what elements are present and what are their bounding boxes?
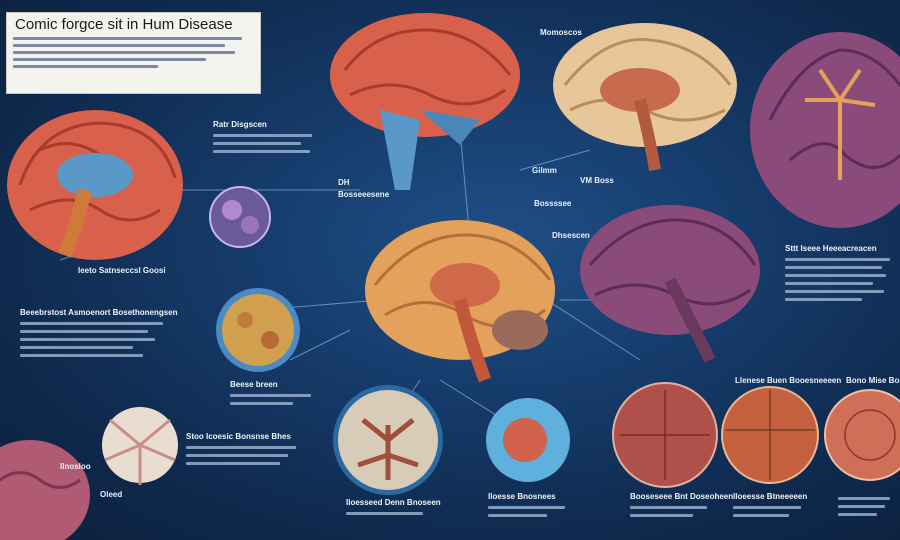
purple-brain-mid-right-illustration xyxy=(580,205,760,363)
bottom-caption-1: Iloesseed Denn Bnoseen xyxy=(346,498,441,507)
text-block-left-section: Beeebrstost Asmoenort Bosethonengsen xyxy=(20,308,178,362)
label-center-a: Gilmm xyxy=(532,166,557,175)
top-center-brain-illustration xyxy=(330,13,520,190)
right-row-label-2: Bono Mise Boesse xyxy=(846,376,900,385)
page-title: Comic forgce sit in Hum Disease xyxy=(15,16,233,33)
neuron-cluster xyxy=(102,407,178,485)
left-brain-illustration xyxy=(7,110,183,260)
bottom-caption-block-5 xyxy=(838,492,893,521)
label-center-b: VM Boss xyxy=(580,176,614,185)
text-block-left-mid-title: Ratr Disgscen xyxy=(213,120,267,129)
right-section-title: Sttt Iseee Heeeacreacen xyxy=(785,244,877,253)
text-block-left-mid: Ratr Disgscen xyxy=(213,120,323,158)
lower-left-small-label: Ilnosloo xyxy=(60,462,91,471)
tissue-inset-small xyxy=(209,186,271,248)
circle-inset-blue xyxy=(486,398,570,482)
circle-inset-neurons xyxy=(333,385,443,495)
tan-brain-illustration xyxy=(553,23,737,171)
text-block-right-section: Sttt Iseee Heeeacreacen xyxy=(785,244,895,306)
text-block-lower-mid: Beese breen xyxy=(230,380,320,410)
label-center-c: Bossssee xyxy=(534,199,572,208)
tissue-circle-2 xyxy=(721,386,819,484)
bottom-caption-2: Iloesse Bnosnees xyxy=(488,492,556,501)
title-panel: Comic forgce sit in Hum Disease xyxy=(6,12,261,94)
tissue-circle-3 xyxy=(824,389,900,481)
bottom-caption-3: Booseseee Bnt Doseoheen xyxy=(630,492,734,501)
bottom-left-brain-fragment xyxy=(0,440,90,540)
bottom-caption-block-3: Booseseee Bnt Doseoheen xyxy=(630,492,734,522)
label-center-d: Dhsescen xyxy=(552,231,590,240)
lower-left-small-label-2: Oleed xyxy=(100,490,123,499)
label-mid-cluster: Bosseeesene xyxy=(338,190,390,199)
bottom-caption-block-4: Iloeesse Btneeeeen xyxy=(733,492,813,522)
purple-brain-top-right-illustration xyxy=(750,32,900,228)
bottom-caption-block-1: Iloesseed Denn Bnoseen xyxy=(346,498,441,520)
left-brain-caption: Ieeto Satnseccsl Goosi xyxy=(78,266,166,275)
bottom-caption-4: Iloeesse Btneeeeen xyxy=(733,492,808,501)
lower-left-title: Stoo Icoesic Bonsnse Bhes xyxy=(186,432,291,441)
text-block-lower-left: Stoo Icoesic Bonsnse Bhes xyxy=(186,432,306,470)
label-dh: DH xyxy=(338,178,350,187)
center-orange-brain-illustration xyxy=(365,220,555,383)
left-section-title: Beeebrstost Asmoenort Bosethonengsen xyxy=(20,308,178,317)
tissue-inset-orange xyxy=(216,288,300,372)
label-top-center: Momoscos xyxy=(540,28,582,37)
lower-mid-caption: Beese breen xyxy=(230,380,278,389)
bottom-caption-block-2: Iloesse Bnosnees xyxy=(488,492,578,522)
right-row-label-1: Llenese Buen Booesneeeen xyxy=(735,376,842,385)
tissue-circle-1 xyxy=(612,382,718,488)
